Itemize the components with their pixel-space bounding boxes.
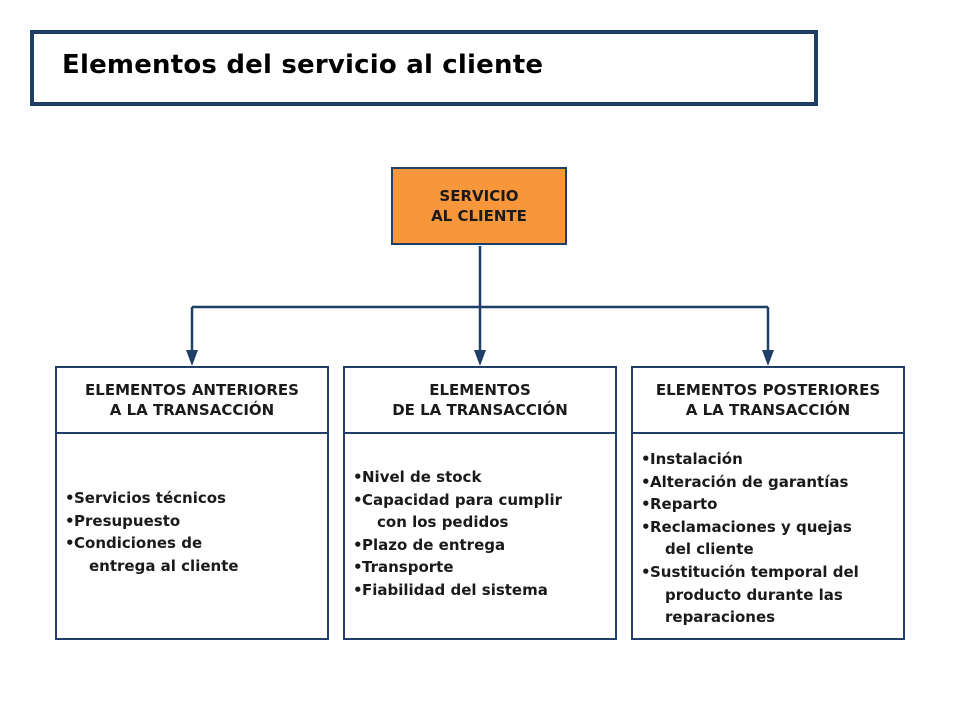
bullet-icon: •: [641, 562, 651, 581]
column-header-posteriores: ELEMENTOS POSTERIORES A LA TRANSACCIÓN: [633, 368, 903, 434]
bullet-icon: •: [353, 558, 363, 577]
column-body-anteriores: •Servicios técnicos •Presupuesto •Condic…: [57, 434, 327, 640]
column-header-anteriores: ELEMENTOS ANTERIORES A LA TRANSACCIÓN: [57, 368, 327, 434]
bullet-icon: •: [65, 489, 75, 507]
page-title: Elementos del servicio al cliente: [62, 50, 544, 80]
column-header-line-2: DE LA TRANSACCIÓN: [392, 401, 568, 419]
bullet-icon: •: [65, 534, 75, 553]
arrow-left-icon: [186, 350, 198, 366]
bullet-icon: •: [65, 511, 75, 530]
arrow-right-icon: [762, 350, 774, 366]
list-item: •Plazo de entrega: [353, 534, 609, 557]
bullet-icon: •: [641, 495, 651, 514]
item-list-anteriores: •Servicios técnicos •Presupuesto •Condic…: [65, 487, 321, 577]
column-transaccion: ELEMENTOS DE LA TRANSACCIÓN •Nivel de st…: [343, 366, 617, 640]
list-item: •Presupuesto: [65, 510, 321, 533]
root-node-servicio-al-cliente: SERVICIO AL CLIENTE: [391, 167, 567, 245]
list-item: •Servicios técnicos: [65, 487, 321, 510]
list-item: •Transporte: [353, 556, 609, 579]
root-label-line-2: AL CLIENTE: [431, 207, 527, 225]
item-list-posteriores: •Instalación •Alteración de garantías •R…: [641, 448, 897, 629]
column-body-posteriores: •Instalación •Alteración de garantías •R…: [633, 434, 903, 640]
column-header-line-1: ELEMENTOS ANTERIORES: [85, 381, 299, 399]
column-anteriores: ELEMENTOS ANTERIORES A LA TRANSACCIÓN •S…: [55, 366, 329, 640]
root-label-line-1: SERVICIO: [439, 187, 519, 205]
bullet-icon: •: [641, 450, 651, 468]
column-header-line-2: A LA TRANSACCIÓN: [109, 401, 275, 419]
list-item: •Alteración de garantías: [641, 471, 897, 494]
column-header-line-1: ELEMENTOS POSTERIORES: [655, 381, 881, 399]
bullet-icon: •: [641, 517, 651, 536]
bullet-icon: •: [353, 468, 363, 486]
bullet-icon: •: [353, 535, 363, 554]
column-header-transaccion: ELEMENTOS DE LA TRANSACCIÓN: [345, 368, 615, 434]
column-header-line-1: ELEMENTOS: [429, 381, 531, 399]
list-item: •Fiabilidad del sistema: [353, 579, 609, 602]
column-posteriores: ELEMENTOS POSTERIORES A LA TRANSACCIÓN •…: [631, 366, 905, 640]
list-item: •Nivel de stock: [353, 466, 609, 489]
list-item: •Instalación: [641, 448, 897, 471]
column-header-line-2: A LA TRANSACCIÓN: [685, 401, 851, 419]
bullet-icon: •: [641, 472, 651, 491]
bullet-icon: •: [353, 580, 363, 599]
arrow-center-icon: [474, 350, 486, 366]
title-box: Elementos del servicio al cliente: [30, 30, 818, 106]
list-item: •Reparto: [641, 493, 897, 516]
bullet-icon: •: [353, 490, 363, 509]
